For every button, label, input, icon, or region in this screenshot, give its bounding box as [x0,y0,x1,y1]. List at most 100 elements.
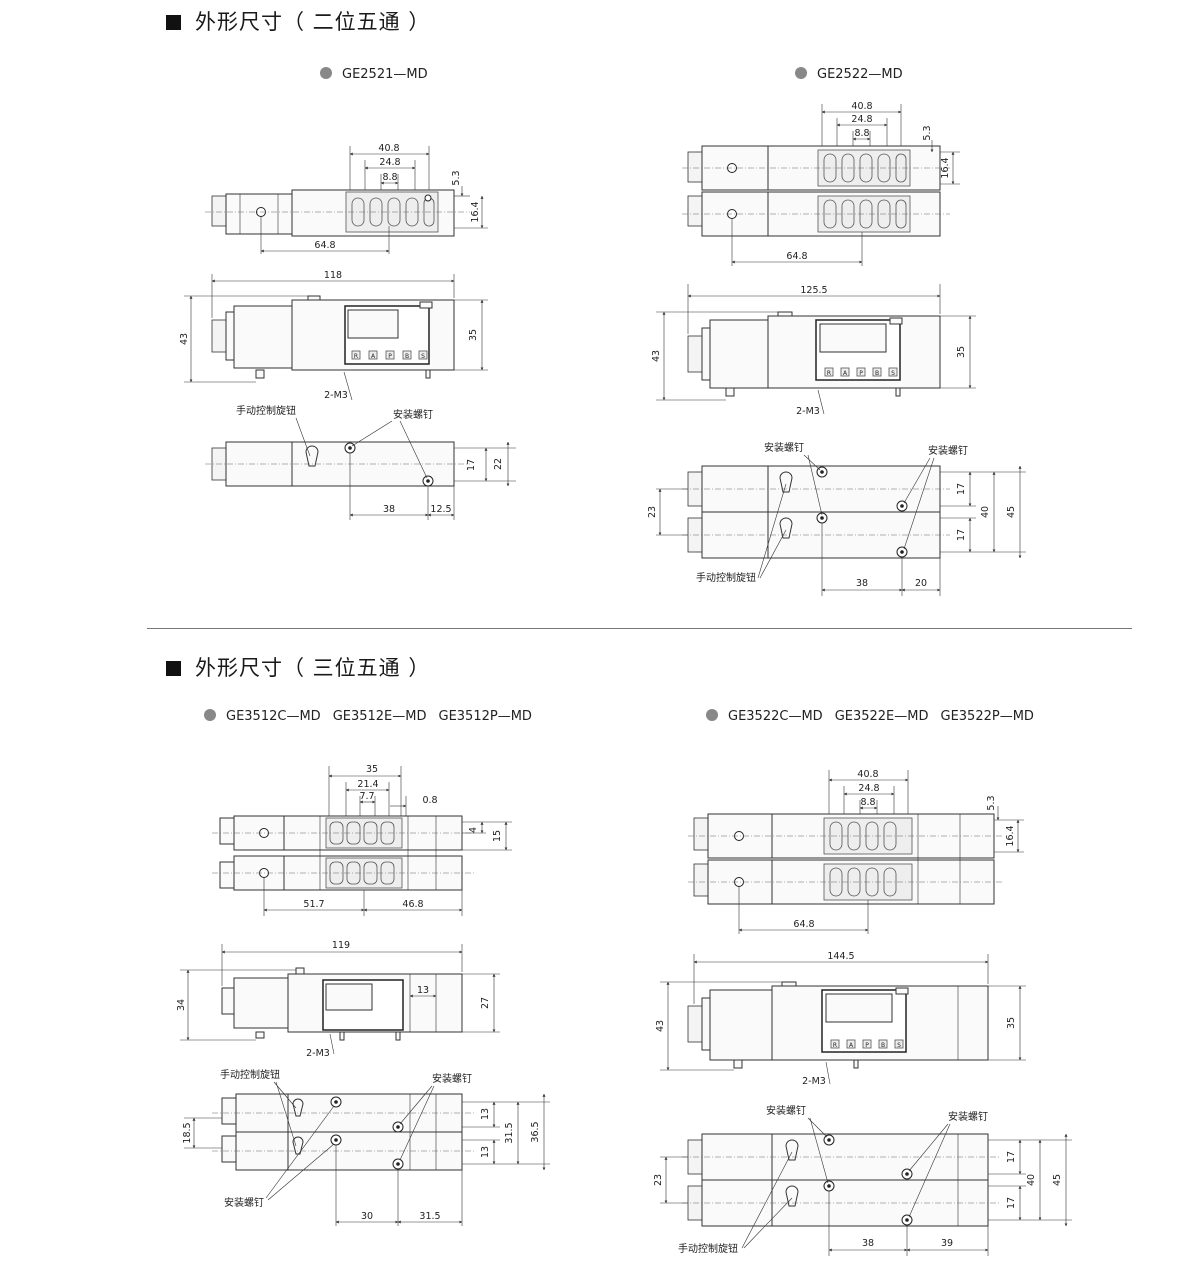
mount-screw-label: 安装螺钉 [393,408,433,421]
mount-screw-label: 安装螺钉 [224,1196,264,1209]
manual-knob-label: 手动控制旋钮 [696,571,756,584]
ge3522-bottom-dims: 安装螺钉 安装螺钉 手动控制旋钮 23 17 17 40 45 38 39 [653,1104,1072,1256]
dim-label: 24.8 [851,114,872,125]
manual-knob-slot [305,445,319,467]
dim-label: 21.4 [357,779,378,790]
screw-icon [424,194,432,202]
dim-label: 15 [492,830,503,842]
thread-label: 2-M3 [796,406,820,417]
dim-label: 38 [856,578,868,589]
dim-label: 12.5 [430,504,451,515]
mount-screw-label: 安装螺钉 [948,1110,988,1123]
dim-label: 40.8 [378,143,399,154]
ge2521-top-view [205,189,470,237]
mount-screw-label: 安装螺钉 [766,1104,806,1117]
thread-label: 2-M3 [802,1076,826,1087]
dim-label: 0.8 [422,795,437,806]
dim-label: 34 [176,999,187,1011]
knurled-knob-icon [211,195,227,227]
dim-label: 5.3 [451,170,462,185]
bullet-dot-icon [204,709,216,721]
ge3512-front-dims: 119 34 27 13 2-M3 [176,940,500,1059]
ge2521-bottom-view [205,441,470,487]
dim-label: 20 [915,578,927,589]
svg-text:B: B [881,1042,885,1049]
coil-housing [709,989,773,1061]
dim-label: 39 [941,1238,953,1249]
dim-label: 17 [956,483,967,495]
manual-knob-slot [779,471,793,493]
dim-label: 13 [480,1146,491,1158]
ge2521-front-view: R A P B S [211,295,455,379]
knurled-knob-icon [693,863,709,897]
dim-label: 8.8 [860,797,875,808]
dim-label: 16.4 [470,201,481,222]
dim-label: 8.8 [854,128,869,139]
knurled-knob-icon [693,817,709,851]
dim-label: 13 [417,985,429,996]
dim-label: 40.8 [857,769,878,780]
dim-label: 24.8 [858,783,879,794]
dim-label: 17 [466,459,477,471]
svg-text:R: R [354,353,358,360]
svg-text:R: R [833,1042,837,1049]
section-title-3-position: 外形尺寸（ 三位五通 ） [166,652,430,682]
ge3522-top-view [688,813,1004,905]
bullet-dot-icon [320,67,332,79]
ge2521-top-dims: 40.8 24.8 8.8 5.3 16.4 64.8 [260,143,488,254]
dim-label: 31.5 [419,1211,440,1222]
coil-housing [709,319,769,389]
mount-screw-label: 安装螺钉 [432,1072,472,1085]
svg-text:P: P [388,353,392,360]
dim-label: 125.5 [800,285,827,296]
manual-knob-label: 手动控制旋钮 [220,1068,280,1081]
svg-text:P: P [859,370,863,377]
ge2522-front-view: R A P B S [687,311,941,397]
bullet-dot-icon [706,709,718,721]
dim-label: 38 [862,1238,874,1249]
dim-label: 51.7 [303,899,324,910]
dim-label: 35 [468,329,479,341]
bullet-dot-icon [795,67,807,79]
svg-text:B: B [405,353,409,360]
knurled-knob-icon [211,319,227,353]
section-divider [147,628,1132,629]
svg-text:S: S [897,1042,901,1049]
dim-label: 36.5 [530,1121,541,1142]
knurled-knob-icon [687,1005,703,1043]
model-label-ge2521: GE2521—MD [320,67,428,82]
ge3512-top-dims: 35 21.4 7.7 0.8 4 15 51.7 46.8 [263,764,512,916]
svg-text:S: S [421,353,425,360]
dim-label: 43 [655,1020,666,1032]
dim-label: 43 [179,333,190,345]
dim-label: 17 [956,529,967,541]
ge2522-bottom-dims: 安装螺钉 安装螺钉 手动控制旋钮 23 17 17 40 45 38 20 [647,441,1026,596]
dim-label: 16.4 [1005,825,1016,846]
svg-text:A: A [849,1042,854,1049]
ge3512-bottom-view [212,1093,476,1171]
dim-label: 23 [653,1174,664,1186]
ge3522-front-view: R A P B S [687,981,989,1069]
ge2522-bottom-view [682,465,950,559]
dim-label: 38 [383,504,395,515]
ge3522-front-dims: 144.5 43 35 2-M3 [655,951,1026,1087]
dim-label: 40 [980,506,991,518]
dim-label: 118 [324,270,342,281]
manual-knob-slot [292,1098,304,1117]
square-bullet-icon [166,661,181,676]
dim-label: 16.4 [940,157,951,178]
dim-label: 13 [480,1108,491,1120]
dim-label: 23 [647,506,658,518]
dim-label: 46.8 [402,899,423,910]
svg-text:B: B [875,370,879,377]
ge3522-top-dims: 40.8 24.8 8.8 5.3 16.4 64.8 [738,769,1024,934]
dim-label: 35 [1006,1017,1017,1029]
manual-knob-slot [785,1139,799,1161]
dim-label: 24.8 [379,157,400,168]
manual-knob-label: 手动控制旋钮 [678,1242,738,1255]
dim-label: 17 [1006,1151,1017,1163]
coil-housing [233,977,289,1029]
